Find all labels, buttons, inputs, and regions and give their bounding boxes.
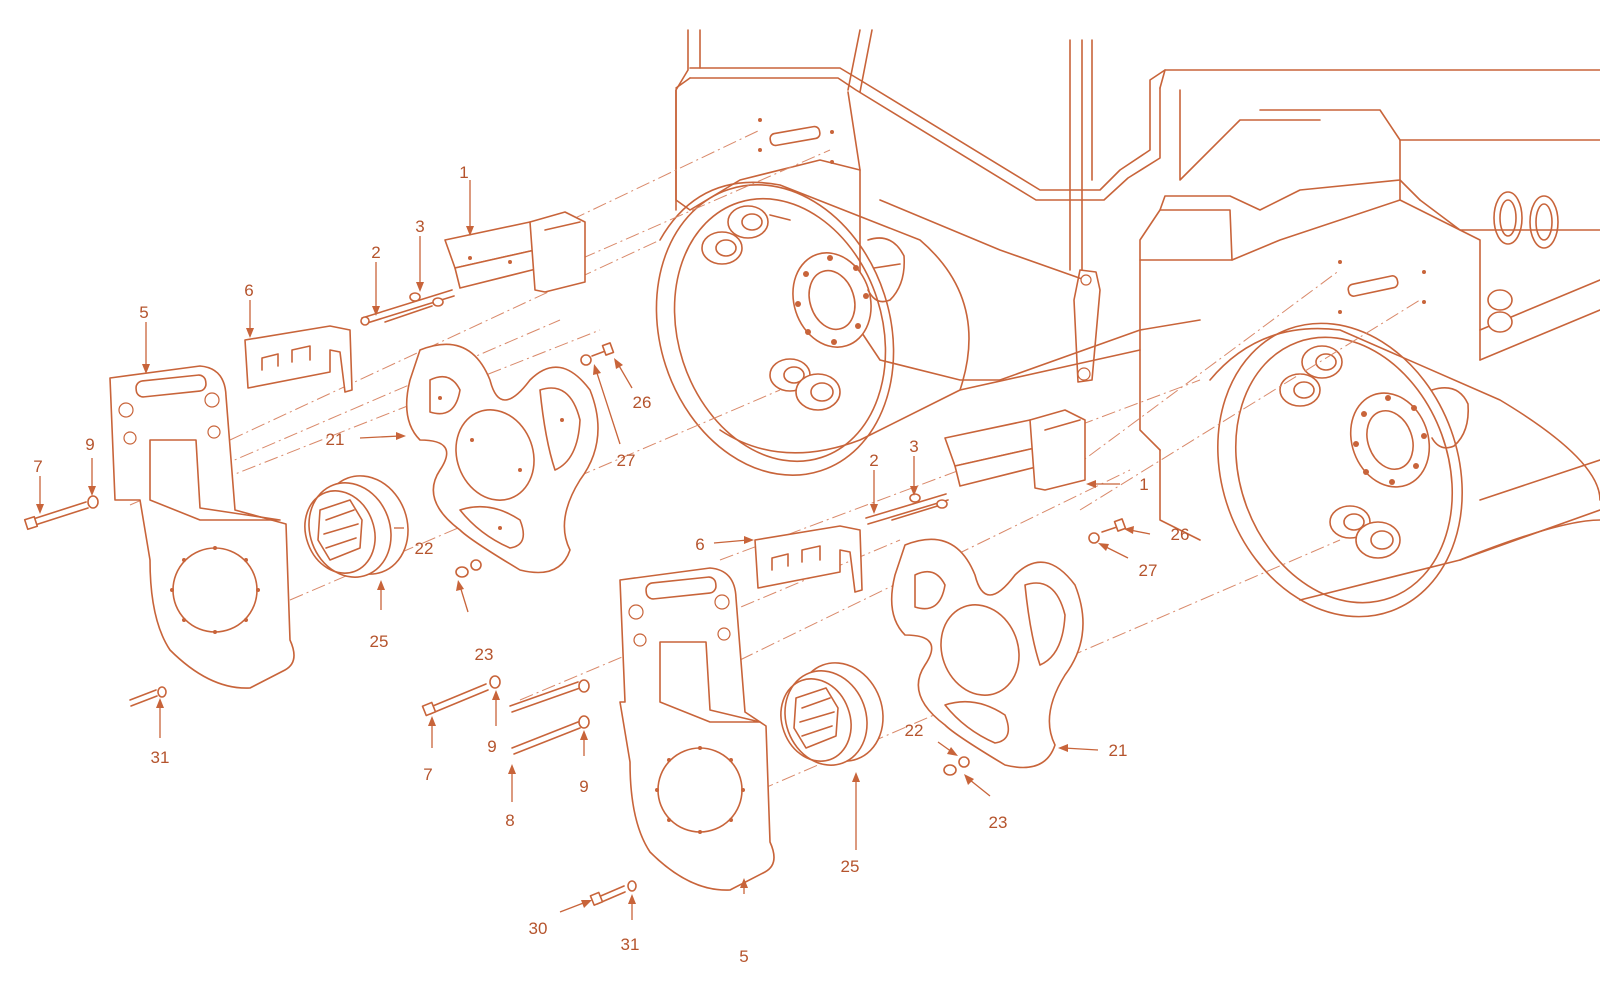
callout-30-right: 30 [529,919,548,938]
callout-3-left: 3 [415,217,424,236]
callout-21-right: 21 [1109,741,1128,760]
clamp-6-right [754,525,863,593]
bolt-26-right [1101,518,1127,533]
callout-31-right: 31 [621,935,640,954]
callout-7-right: 7 [423,765,432,784]
washer-27-right [1088,532,1100,544]
nut-23-left [455,559,482,578]
bracket-1-left [444,211,586,293]
nut-23-right [943,756,970,776]
clamp-6-left [244,325,353,393]
callout-23-right: 23 [989,813,1008,832]
callout-labels: 1 2 3 5 6 7 9 21 22 23 25 26 27 31 1 2 3… [33,163,1189,966]
bolt-8-right [509,681,581,755]
callout-5-left: 5 [139,303,148,322]
bolt-3-left [384,292,444,323]
callout-27-left: 27 [617,451,636,470]
callout-23-left: 23 [475,645,494,664]
drive-motor-25-right [780,662,884,766]
mounting-plate-5-right [619,567,775,891]
callout-1-right: 1 [1139,475,1148,494]
callout-21-left: 21 [326,430,345,449]
callout-5-right: 5 [739,947,748,966]
right-drum [1209,322,1600,618]
washer-31-right [627,880,637,892]
callout-6-right: 6 [695,535,704,554]
callout-25-right: 25 [841,857,860,876]
callout-22-left: 22 [415,539,434,558]
callout-8-right: 8 [505,811,514,830]
callout-31-left: 31 [151,748,170,767]
callout-1-left: 1 [459,163,468,182]
bolt-7-left [23,501,89,531]
callout-22-right: 22 [905,721,924,740]
leader-arrows [36,180,1151,920]
washer-9-right-a [489,675,501,689]
assembly-center-lines [129,129,1421,791]
rubber-mounts-left-top [701,205,791,265]
callout-9-right-a: 9 [487,737,496,756]
bolt-26-left [591,342,615,357]
callout-25-left: 25 [370,632,389,651]
washer-27-left [580,354,592,366]
callout-6-left: 6 [244,281,253,300]
callout-2-right: 2 [869,451,878,470]
left-drum [655,181,970,476]
callout-9-right-b: 9 [579,777,588,796]
callout-2-left: 2 [371,243,380,262]
drive-plate-21-left [405,343,599,574]
callout-26-left: 26 [633,393,652,412]
callout-26-right: 26 [1171,525,1190,544]
machine-frame [675,29,1600,561]
bolt-30-right [589,885,626,906]
drive-motor-25-left [304,475,409,578]
bracket-1-right [944,409,1086,491]
washer-9-right-b [578,679,590,729]
rubber-mounts-left-bottom [769,358,841,411]
washer-9-left [87,495,99,509]
bolt-31-left [129,686,167,707]
callout-9-left: 9 [85,435,94,454]
callout-7-left: 7 [33,457,42,476]
callout-27-right: 27 [1139,561,1158,580]
bolt-2-right [865,493,949,525]
bolt-7-right [421,683,489,717]
callout-3-right: 3 [909,437,918,456]
mounting-plate-5-left [109,365,295,689]
drive-plate-21-right [890,538,1084,769]
bolt-3-right [891,493,948,521]
